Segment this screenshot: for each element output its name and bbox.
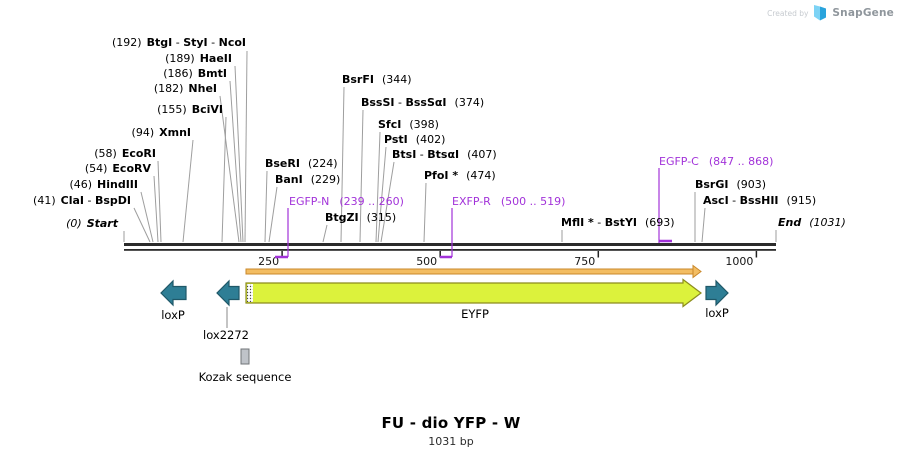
sequence-line-bottom <box>124 249 776 251</box>
site-label[interactable]: BanI(229) <box>275 173 340 186</box>
site-label[interactable]: BtsI - BtsαI(407) <box>392 148 497 161</box>
leader-line <box>234 65 244 243</box>
leader-line <box>377 146 387 243</box>
site-label[interactable]: BtgZI(315) <box>325 211 396 224</box>
leader-line <box>701 207 706 243</box>
ruler-tick-label: 250 <box>258 255 279 268</box>
leader-line <box>359 109 364 243</box>
sequence-length: 1031 bp <box>428 435 474 448</box>
site-label[interactable]: BssSI - BssSαI(374) <box>361 96 484 109</box>
orf-arrow-head[interactable] <box>692 264 702 279</box>
site-label[interactable]: (192)BtgI - StyI - NcoI <box>112 36 246 49</box>
eyfp-arrow[interactable] <box>245 278 702 308</box>
leader-line <box>340 86 345 243</box>
site-label[interactable]: BsrGI(903) <box>695 178 766 191</box>
leader-line <box>133 207 151 243</box>
site-label[interactable]: (155)BciVI <box>157 103 223 116</box>
site-label[interactable]: (94)XmnI <box>132 126 191 139</box>
site-label[interactable]: (41)ClaI - BspDI <box>33 194 131 207</box>
site-label[interactable]: (58)EcoRI <box>94 147 156 160</box>
site-label[interactable]: BseRI(224) <box>265 157 338 170</box>
site-label[interactable]: (182)NheI <box>154 82 217 95</box>
sequence-line-top <box>124 243 776 246</box>
sequence-footer: FU - dio YFP - W 1031 bp <box>0 414 902 448</box>
site-label[interactable]: (0)Start <box>66 217 119 230</box>
site-label[interactable]: PstI(402) <box>384 133 445 146</box>
lox2272-arrow[interactable] <box>216 279 240 307</box>
created-by-text: Created by <box>767 8 809 18</box>
leader-line <box>221 116 227 243</box>
site-label[interactable]: (46)HindIII <box>69 178 138 191</box>
ruler-tick-label: 1000 <box>725 255 753 268</box>
ruler-tick-label: 500 <box>416 255 437 268</box>
primer-label[interactable]: EGFP-N(239 .. 260) <box>289 195 404 208</box>
loxp-right-arrow-label[interactable]: loxP <box>705 306 729 320</box>
leader-line <box>375 131 381 243</box>
leader-line <box>268 186 278 243</box>
site-label[interactable]: BsrFI(344) <box>342 73 412 86</box>
leader-line <box>153 175 159 243</box>
snapgene-brand-text: SnapGene <box>832 7 894 19</box>
leader-line <box>423 182 427 243</box>
kozak-label[interactable]: Kozak sequence <box>199 370 292 384</box>
sequence-title: FU - dio YFP - W <box>381 414 521 432</box>
snapgene-flag-icon <box>814 5 827 21</box>
primer-label[interactable]: EGFP-C(847 .. 868) <box>659 155 773 168</box>
eyfp-arrow-label[interactable]: EYFP <box>461 307 489 321</box>
leader-line <box>244 50 248 243</box>
site-label[interactable]: (54)EcoRV <box>85 162 152 175</box>
ruler-tick-label: 750 <box>574 255 595 268</box>
primer-label[interactable]: EXFP-R(500 .. 519) <box>452 195 565 208</box>
leader-line <box>229 80 242 243</box>
leader-line <box>264 170 268 243</box>
kozak-overlap-hatch <box>247 284 253 302</box>
site-label[interactable]: AscI - BssHII(915) <box>703 194 816 207</box>
leader-line <box>140 191 154 243</box>
site-label[interactable]: SfcI(398) <box>378 118 439 131</box>
loxp-right-arrow[interactable] <box>705 279 729 307</box>
leader-line <box>182 139 194 243</box>
site-label[interactable]: End(1031) <box>778 216 846 229</box>
site-label[interactable]: (186)BmtI <box>163 67 227 80</box>
lox2272-arrow-label[interactable]: lox2272 <box>203 328 249 342</box>
leader-line <box>157 160 162 243</box>
leader-line <box>380 161 395 243</box>
kozak-box[interactable] <box>240 348 250 365</box>
site-label[interactable]: (189)HaeII <box>165 52 232 65</box>
site-label[interactable]: MflI * - BstYI(693) <box>561 216 675 229</box>
site-label[interactable]: PfoI *(474) <box>424 169 496 182</box>
loxp-left-arrow-label[interactable]: loxP <box>161 308 185 322</box>
leader-line <box>219 95 240 243</box>
watermark: Created by SnapGene <box>767 4 894 22</box>
loxp-left-arrow[interactable] <box>160 279 187 307</box>
leader-line <box>322 224 328 243</box>
orf-arrow[interactable] <box>245 268 694 275</box>
